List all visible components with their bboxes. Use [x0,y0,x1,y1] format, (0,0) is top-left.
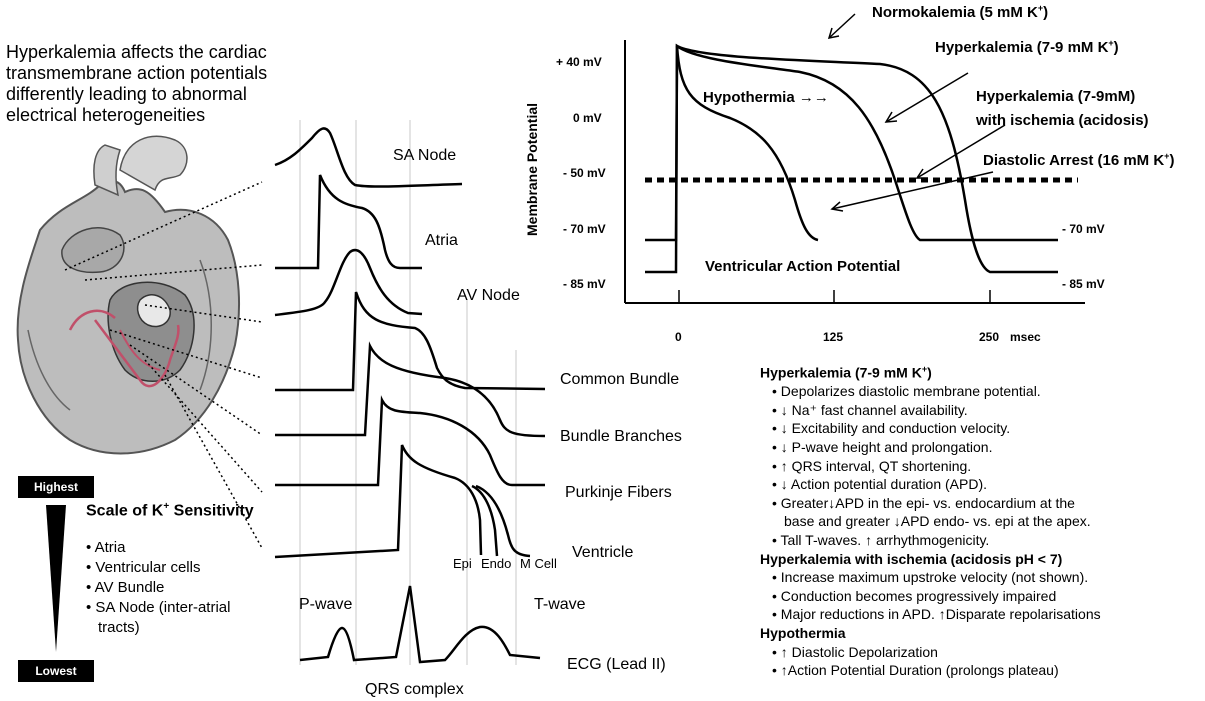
x-tick-250: 250 [979,330,1000,344]
label-endo: Endo [481,556,512,571]
panel-item: • Depolarizes diastolic membrane potenti… [772,383,1041,400]
panel-item: • Greater↓APD in the epi- vs. endocardiu… [772,494,1075,511]
ecg-trace [299,585,541,664]
label-diastolic-arrest: Diastolic Arrest (16 mM K+) [983,151,1175,169]
label-hyperkalemia: Hyperkalemia (7-9 mM K+) [935,38,1119,56]
tick-minus50: - 50 mV [563,166,606,180]
label-hyperkalemia-ischemia-1: Hyperkalemia (7-9mM) [976,88,1136,105]
label-qrs-complex: QRS complex [365,681,464,698]
hyperkalemia-ischemia-curve [675,45,819,242]
label-ventricular-ap: Ventricular Action Potential [705,258,901,275]
scale-list: • Atria • Ventricular cells • AV Bundle … [86,538,230,638]
panel-item: • Major reductions in APD. ↑Disparate re… [772,606,1101,623]
effects-panel: Hyperkalemia (7-9 mM K+) • Depolarizes d… [760,360,1101,680]
panel-item: • Conduction becomes progressively impai… [772,587,1057,604]
panel-item: base and greater ↓APD endo- vs. epi at t… [784,513,1091,530]
panel-item: • Tall T-waves. ↑ arrhythmogenicity. [772,532,990,548]
label-ventricle: Ventricle [572,544,634,561]
label-atria: Atria [425,232,458,249]
ventricle-endo-trace [471,484,499,557]
ap-y-axis-label: Membrane Potential [524,102,540,236]
x-tick-125: 125 [823,330,844,344]
scale-item: • Ventricular cells [86,559,201,576]
sa-node-trace [274,127,463,188]
right-tick-minus70: - 70 mV [1062,222,1105,236]
panel-item: • Increase maximum upstroke velocity (no… [772,569,1089,586]
scale-item: tracts) [98,619,140,636]
label-t-wave: T-wave [534,596,586,613]
label-p-wave: P-wave [299,596,353,613]
label-ecg: ECG (Lead II) [567,656,666,673]
panel-item: • ↑ Diastolic Depolarization [772,643,938,660]
tissue-traces [274,127,546,559]
label-sa-node: SA Node [393,147,457,164]
bundle-branches-trace [275,341,546,438]
ap-graph [624,13,1085,304]
label-m-cell: M Cell [520,556,557,571]
hyperkalemia-curve [645,43,1058,242]
tick-minus85: - 85 mV [563,277,606,291]
ventricle-mcell-trace [475,484,531,558]
panel-item: • ↓ P-wave height and prolongation. [772,439,993,456]
connector-lines [64,181,263,549]
x-tick-0: 0 [675,330,682,344]
label-common-bundle: Common Bundle [560,371,680,388]
label-av-node: AV Node [457,287,520,304]
x-unit: msec [1010,330,1041,344]
tick-plus40: + 40 mV [556,55,602,69]
panel-item: • ↓ Action potential duration (APD). [772,476,988,493]
scale-lowest-box: Lowest [18,660,94,682]
panel-item: • ↓ Na⁺ fast channel availability. [772,401,968,418]
common-bundle-trace [275,291,546,392]
panel-heading-hypothermia: Hypothermia [760,624,846,641]
scale-title: Scale of K+ Sensitivity [86,501,254,520]
panel-item: • ↑ QRS interval, QT shortening. [772,457,972,474]
scale-item: • SA Node (inter-atrial [86,599,231,616]
label-epi: Epi [453,556,472,571]
av-node-trace [274,248,423,317]
vertical-gridlines [299,120,517,665]
label-hypothermia: Hypothermia →→ [703,89,829,106]
panel-item: • ↓ Excitability and conduction velocity… [772,420,1011,437]
intro-text: Hyperkalemia affects the cardiac transme… [6,42,268,125]
ventricle-trace [274,444,483,559]
scale-item: • AV Bundle [86,579,165,596]
right-tick-minus85: - 85 mV [1062,277,1105,291]
tick-0: 0 mV [573,111,602,125]
label-purkinje-fibers: Purkinje Fibers [565,484,672,501]
label-hyperkalemia-ischemia-2: with ischemia (acidosis) [976,112,1149,129]
label-bundle-branches: Bundle Branches [560,428,682,445]
atria-trace [275,174,422,270]
heart-illustration [16,135,241,455]
purkinje-trace [275,395,545,487]
label-normokalemia: Normokalemia (5 mM K+) [872,3,1049,21]
panel-item: • ↑Action Potential Duration (prolongs p… [772,662,1059,679]
panel-heading-hyperkalemia: Hyperkalemia (7-9 mM K+) [760,364,932,381]
sensitivity-triangle [46,505,66,652]
scale-item: • Atria [86,539,126,556]
scale-highest-box: Highest [18,476,94,498]
panel-heading-ischemia: Hyperkalemia with ischemia (acidosis pH … [760,550,1063,567]
tick-minus70: - 70 mV [563,222,606,236]
